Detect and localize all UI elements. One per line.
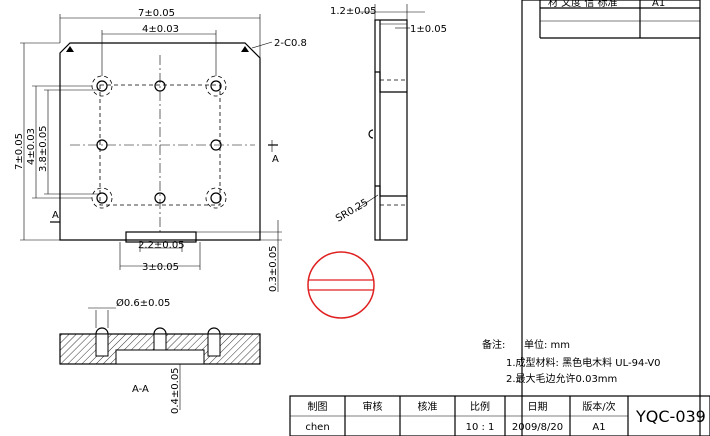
hole-grid <box>91 75 227 209</box>
notes-heading: 备注: <box>482 338 505 351</box>
title-value-3: 10 : 1 <box>466 422 495 433</box>
slot-span-dim: 3±0.05 <box>142 262 179 273</box>
title-header-0: 制图 <box>308 400 328 413</box>
section-label: A-A <box>132 384 149 395</box>
slot-depth-dim: 0.3±0.05 <box>268 245 279 292</box>
title-header-1: 审核 <box>363 400 383 413</box>
title-header-2: 核准 <box>418 400 438 413</box>
chamfer-mark-right-icon <box>241 46 249 52</box>
stamp-circle <box>307 251 375 319</box>
hole-dia-dim: Ø0.6±0.05 <box>116 297 170 309</box>
step-dim: 1±0.05 <box>410 24 447 35</box>
inner-recess <box>99 84 221 206</box>
hole-span-dim: 4±0.03 <box>142 24 179 35</box>
notes-line1: 1.成型材料: 黑色电木料 UL-94-V0 <box>506 356 661 369</box>
title-block: 制图 审核 核准 比例 日期 版本/次 chen 10 : 1 2009/8/20 A1 YQC-… <box>289 395 710 436</box>
top-table: 材 文度 信 标准 A1 <box>539 0 700 39</box>
side-outline <box>374 19 408 241</box>
height-dim: 7±0.05 <box>14 133 25 170</box>
title-value-0: chen <box>305 422 329 433</box>
section-view: Ø0.6±0.05 A-A 0.4±0.05 <box>59 297 261 414</box>
title-header-5: 版本/次 <box>582 400 615 413</box>
width-dim: 7±0.05 <box>138 8 175 19</box>
chamfer-label: 2-C0.8 <box>274 38 307 49</box>
top-view: 7±0.05 4±0.03 2-C0.8 7±0.05 4±0.03 3.8±0… <box>14 8 307 292</box>
drawing-code: YQC-039 <box>635 407 706 426</box>
side-view: 1.2±0.05 1±0.05 SR0.25 <box>330 4 447 241</box>
notes: 备注: 单位: mm 1.成型材料: 黑色电木料 UL-94-V0 2.最大毛边… <box>482 338 661 385</box>
bottom-slot <box>125 231 197 243</box>
slot-width-dim: 2.2±0.05 <box>138 240 185 251</box>
depth-dim: 0.4±0.05 <box>170 367 181 414</box>
v-span-4-dim: 4±0.03 <box>26 128 37 165</box>
radius-label: SR0.25 <box>334 197 370 224</box>
title-header-4: 日期 <box>528 401 548 413</box>
section-letter-right: A <box>272 154 279 165</box>
section-letter-left: A <box>52 210 59 221</box>
title-value-4: 2009/8/20 <box>512 422 563 433</box>
top-table-value: A1 <box>652 0 665 9</box>
v-span-38-dim: 3.8±0.05 <box>38 125 49 172</box>
thickness-dim: 1.2±0.05 <box>330 6 377 17</box>
notes-unit: 单位: mm <box>524 338 570 351</box>
title-value-5: A1 <box>592 422 605 433</box>
top-table-text: 材 文度 信 标准 <box>548 0 618 9</box>
notes-line2: 2.最大毛边允许0.03mm <box>506 372 617 385</box>
chamfer-mark-left-icon <box>66 46 74 52</box>
title-header-3: 比例 <box>470 400 490 413</box>
